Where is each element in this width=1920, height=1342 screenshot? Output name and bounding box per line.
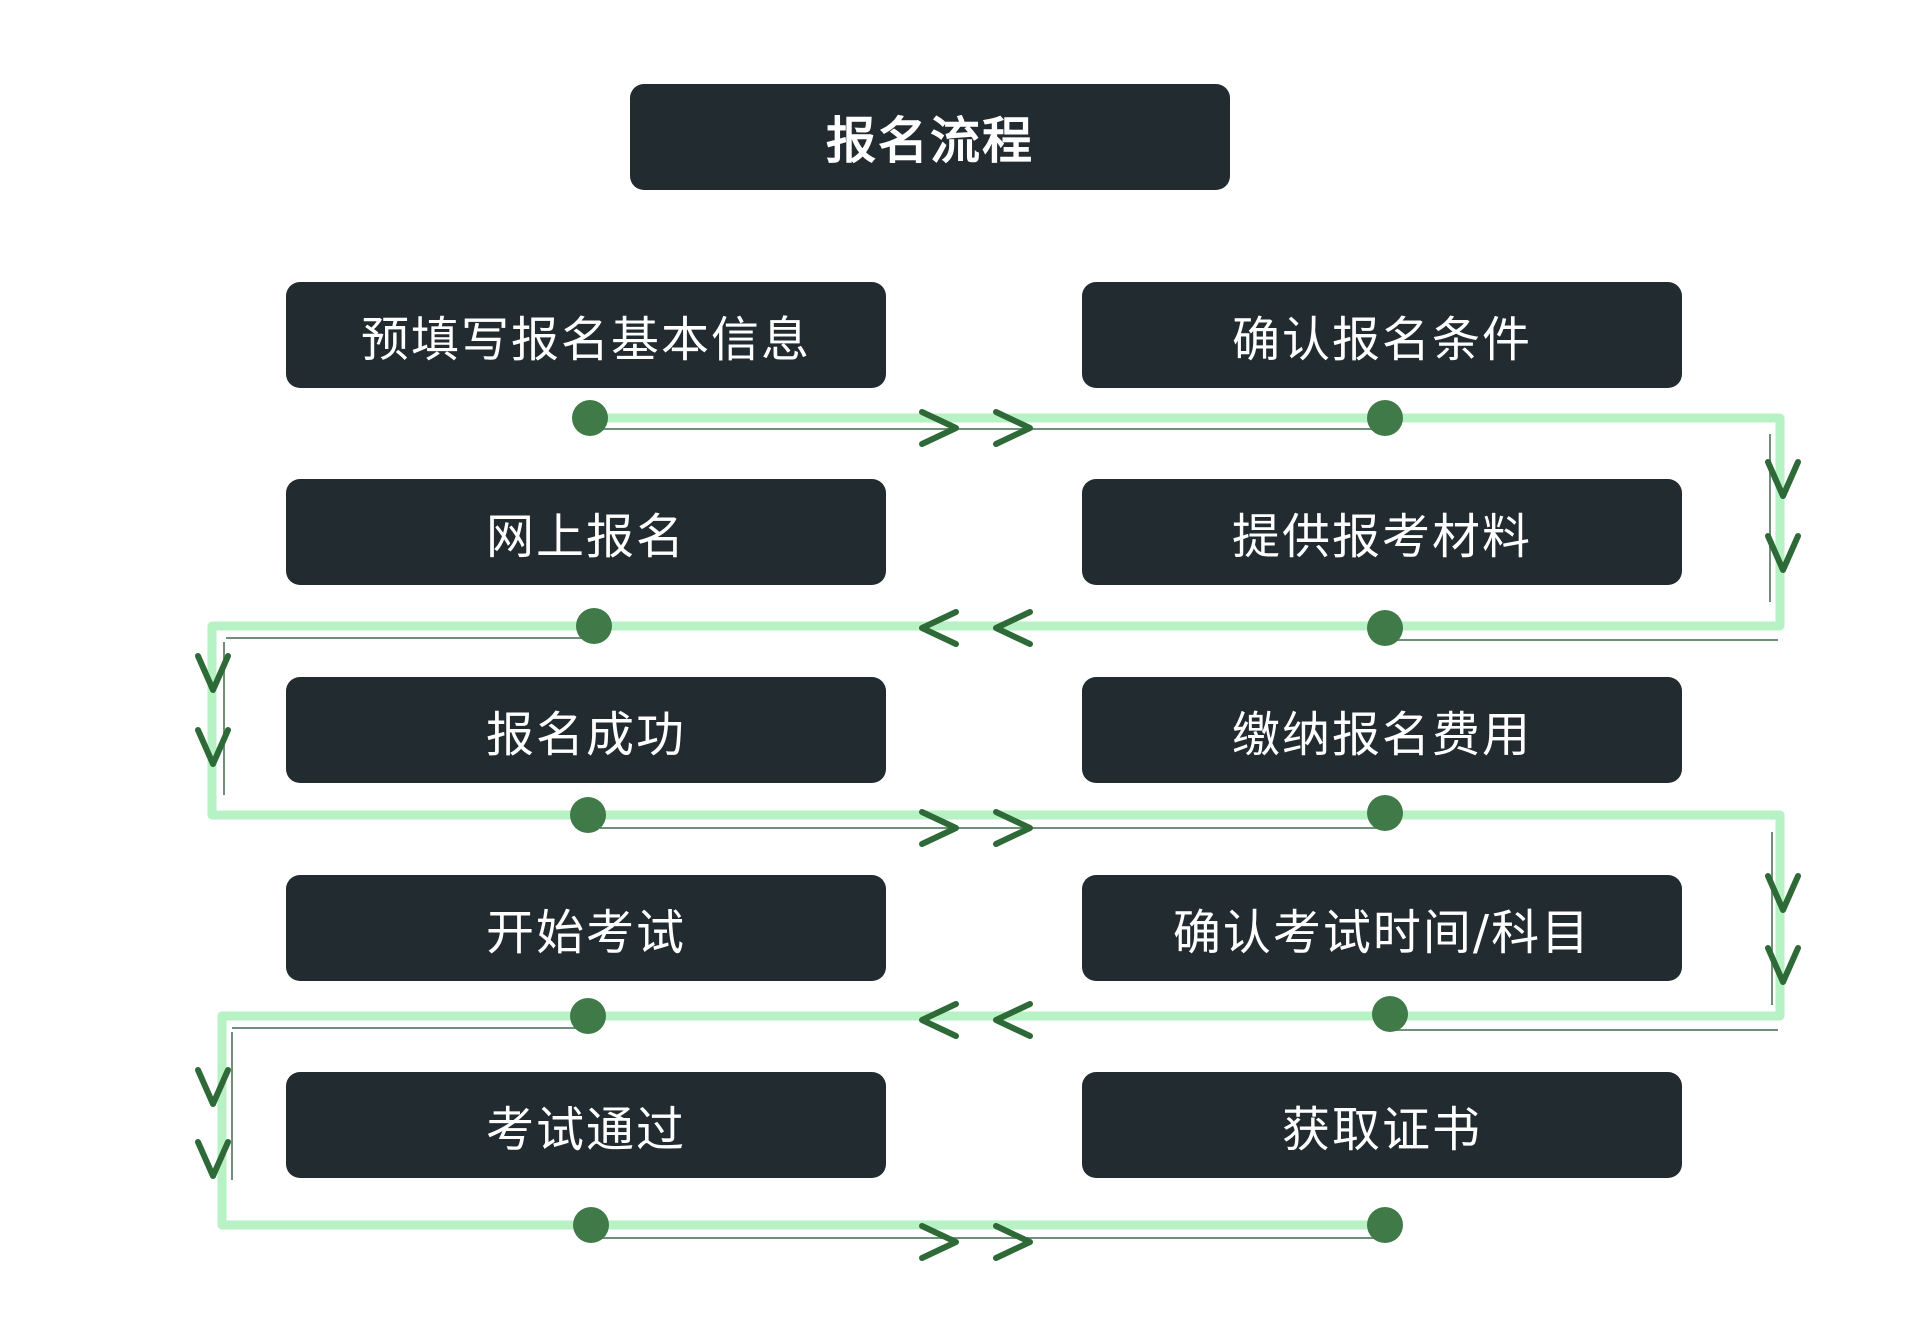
connector-dot — [570, 998, 606, 1034]
arrow-down-icon — [1765, 459, 1801, 499]
step-get-certificate: 获取证书 — [1082, 1072, 1682, 1178]
arrow-down-icon — [1765, 873, 1801, 913]
flow-arrows — [195, 409, 1801, 1261]
connector-dot — [570, 797, 606, 833]
arrow-right-icon — [919, 1223, 959, 1261]
arrow-down-icon — [195, 727, 231, 767]
diagram-title: 报名流程 — [630, 84, 1230, 190]
connector-dot — [573, 1207, 609, 1243]
step-registration-success: 报名成功 — [286, 677, 886, 783]
connector-dot — [572, 400, 608, 436]
arrow-right-icon — [993, 1223, 1033, 1261]
step-exam-passed: 考试通过 — [286, 1072, 886, 1178]
arrow-down-icon — [195, 1139, 231, 1179]
connector-dot — [1367, 400, 1403, 436]
step-prefill-info: 预填写报名基本信息 — [286, 282, 886, 388]
arrow-right-icon — [993, 409, 1033, 447]
step-provide-materials: 提供报考材料 — [1082, 479, 1682, 585]
arrow-down-icon — [195, 653, 231, 693]
arrow-left-icon — [993, 609, 1033, 647]
arrow-down-icon — [195, 1067, 231, 1107]
step-confirm-exam-time: 确认考试时间/科目 — [1082, 875, 1682, 981]
connector-dot — [1367, 1207, 1403, 1243]
arrow-left-icon — [919, 609, 959, 647]
step-confirm-conditions: 确认报名条件 — [1082, 282, 1682, 388]
step-pay-fee: 缴纳报名费用 — [1082, 677, 1682, 783]
connector-dot — [1372, 996, 1408, 1032]
arrow-left-icon — [993, 1001, 1033, 1039]
connector-dot — [1367, 610, 1403, 646]
step-online-registration: 网上报名 — [286, 479, 886, 585]
arrow-right-icon — [919, 409, 959, 447]
flow-dots — [570, 400, 1408, 1243]
step-start-exam: 开始考试 — [286, 875, 886, 981]
arrow-right-icon — [993, 809, 1033, 847]
connector-dot — [1367, 795, 1403, 831]
arrow-down-icon — [1765, 945, 1801, 985]
arrow-right-icon — [919, 809, 959, 847]
connector-dot — [576, 608, 612, 644]
arrow-left-icon — [919, 1001, 959, 1039]
arrow-down-icon — [1765, 533, 1801, 573]
